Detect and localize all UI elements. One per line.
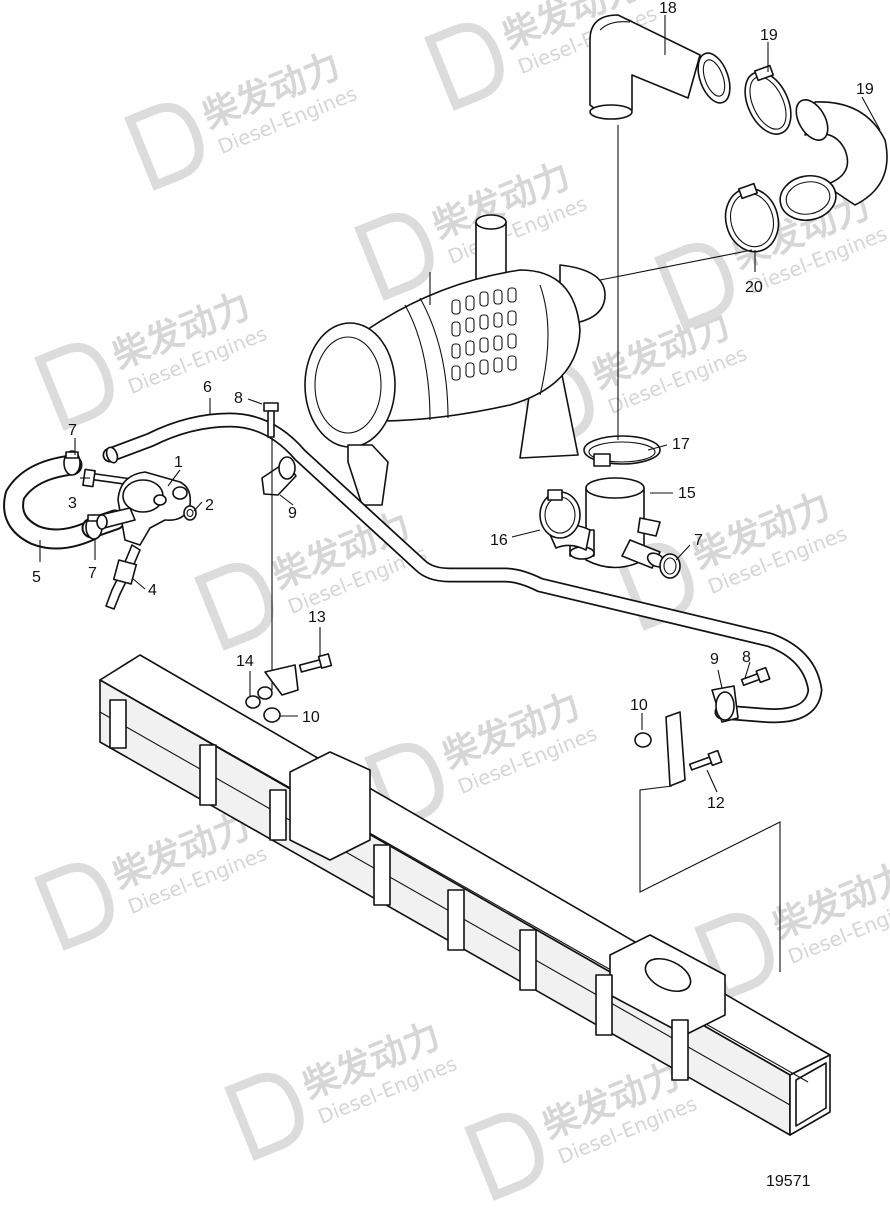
callout-6: 6 — [203, 379, 212, 396]
callout-7-right: 7 — [694, 532, 703, 549]
callout-11: 13 — [308, 609, 326, 626]
part-20-air-filter — [304, 214, 606, 506]
part-7-clamp-upper-left — [63, 450, 81, 476]
part-13-bolt — [688, 749, 723, 771]
watermark-logo-icon — [424, 22, 504, 111]
callout-12: 14 — [236, 653, 254, 670]
watermark-logo-icon — [124, 102, 204, 191]
callout-10-right: 10 — [630, 697, 648, 714]
part-15-clamp — [539, 489, 581, 539]
callout-8-upper: 8 — [234, 390, 243, 407]
air-filter-slots — [451, 287, 517, 381]
part-17-elbow-pipe — [589, 14, 731, 120]
callout-13: 12 — [707, 795, 725, 812]
callout-4: 4 — [148, 582, 157, 599]
part-1-oil-trap-housing — [96, 471, 192, 546]
callout-2: 2 — [205, 497, 214, 514]
callout-15: 16 — [490, 532, 508, 549]
part-12-washers — [245, 686, 273, 709]
watermark-logo-icon — [694, 912, 774, 1001]
watermark-logo-icon — [34, 862, 114, 951]
watermark-logo-icon — [464, 1112, 544, 1201]
watermark-logo-icon — [34, 342, 114, 431]
watermark-logo-icon — [224, 1072, 304, 1161]
watermark-logo-icon — [364, 742, 444, 831]
watermark-tile: 柴发动力 Diesel-Engines — [364, 685, 600, 831]
figure-number: 19571 — [766, 1173, 811, 1190]
part-6-long-pipe — [102, 412, 823, 724]
manifold-studs — [109, 699, 689, 1081]
part-14-tee-connector — [547, 477, 666, 569]
callout-17: 18 — [659, 0, 677, 17]
part-4-drain-fitting — [105, 544, 141, 610]
part-9-clip-right — [711, 685, 739, 723]
watermark-tile: 柴发动力 Diesel-Engines — [224, 1015, 460, 1161]
watermark-logo-icon — [194, 562, 274, 651]
part-10-nut-middle — [263, 707, 281, 723]
part-8-bolt-right — [740, 666, 771, 687]
callout-7-lower-left: 7 — [88, 565, 97, 582]
callout-3: 3 — [68, 495, 77, 512]
watermark-tile: 柴发动力 Diesel-Engines — [354, 155, 590, 301]
part-19-hose-clamp-lower — [724, 182, 780, 253]
callout-8-right: 8 — [742, 649, 751, 666]
callout-5: 5 — [32, 569, 41, 586]
bracket-middle — [264, 664, 299, 696]
exhaust-manifold — [99, 654, 831, 1136]
callout-19-lower: 20 — [745, 279, 763, 296]
part-7-clamp-right — [659, 553, 681, 579]
leader-lines — [39, 15, 881, 793]
part-10-nut-right — [634, 732, 652, 748]
callout-18: 19 — [856, 81, 874, 98]
part-8-bolt-upper — [263, 402, 279, 438]
callouts: 18 19 19 20 17 15 16 7 6 8 7 1 2 3 9 5 7… — [32, 0, 874, 812]
watermark-tile: 柴发动力 Diesel-Engines — [464, 1055, 700, 1201]
part-18-rubber-elbow — [779, 99, 888, 222]
callout-14: 15 — [678, 485, 696, 502]
callout-7-upper-left: 7 — [68, 422, 77, 439]
callout-9-upper: 9 — [288, 505, 297, 522]
part-2-washer — [183, 505, 197, 521]
bracket-right-plate — [665, 711, 686, 787]
part-19-hose-clamp-upper — [744, 64, 792, 135]
callout-9-right: 9 — [710, 651, 719, 668]
watermark-tile: 柴发动力 Diesel-Engines — [124, 45, 360, 191]
callout-1: 1 — [174, 454, 183, 471]
callout-16: 17 — [672, 436, 690, 453]
leader-right-bracket-to-manifold — [639, 785, 781, 972]
callout-19-upper: 19 — [760, 27, 778, 44]
watermark-tile: 柴发动力 Diesel-Engines — [694, 855, 890, 1001]
callout-10-middle: 10 — [302, 709, 320, 726]
part-11-bolt — [298, 653, 333, 673]
watermark-logo-icon — [654, 242, 734, 331]
part-9-clip-upper — [261, 456, 297, 496]
watermark-logo-icon — [354, 212, 434, 301]
part-16-clamp — [583, 435, 661, 467]
